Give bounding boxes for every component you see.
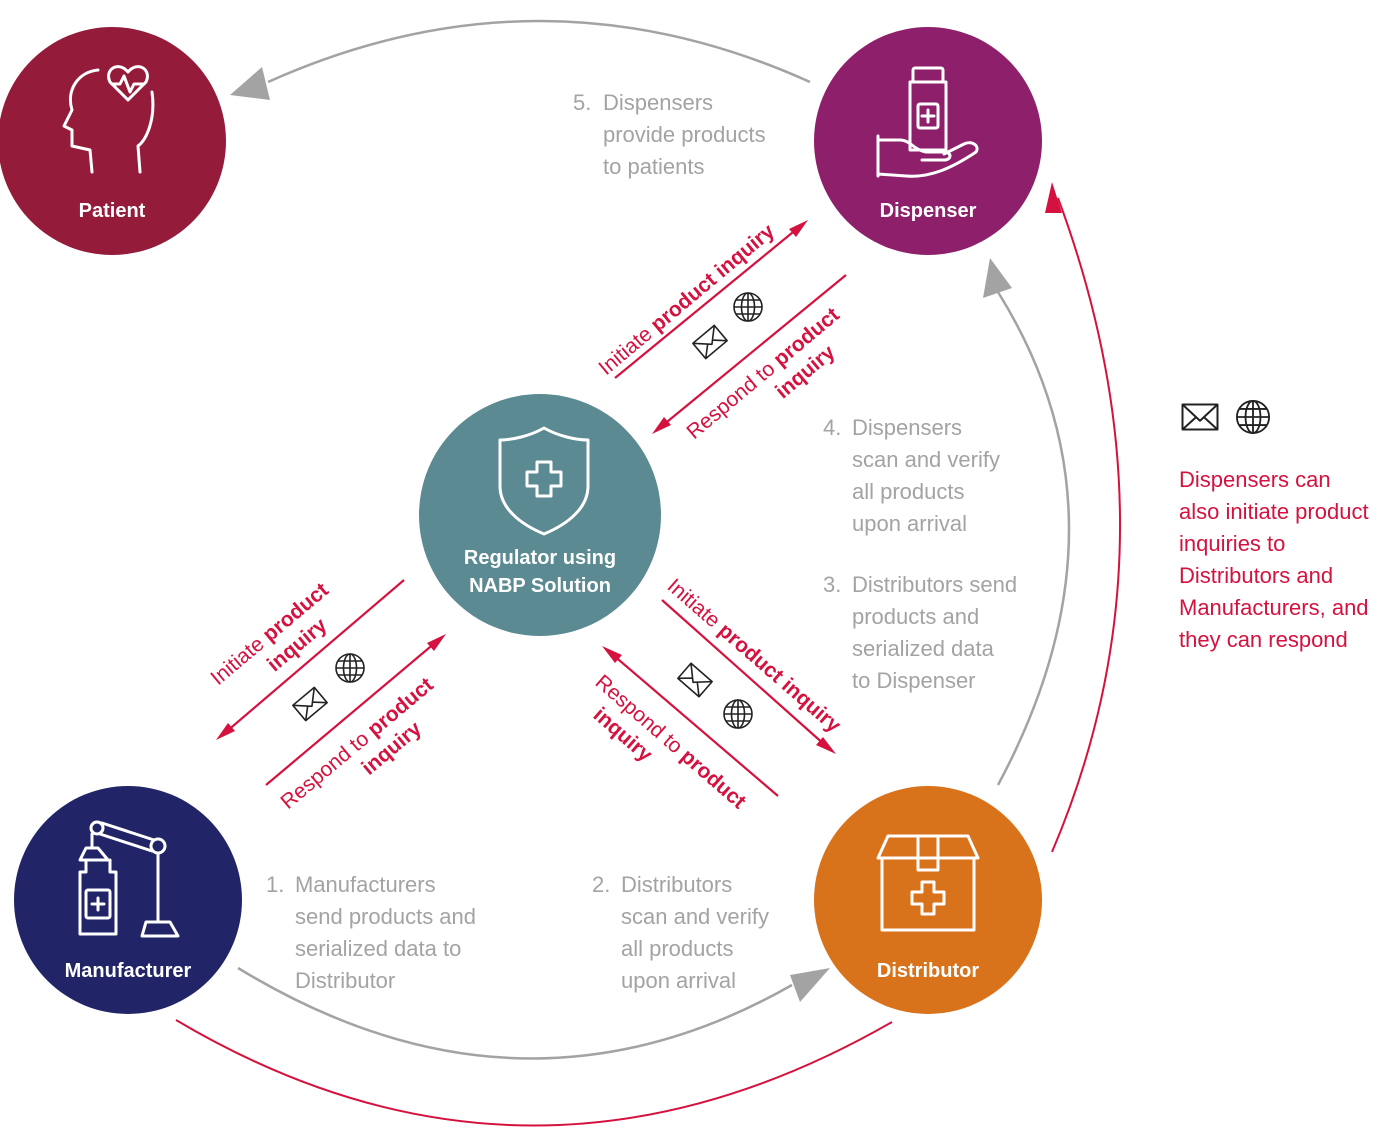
arrowhead-initiate-to-distributor xyxy=(816,737,836,754)
regulator-node: Regulator using NABP Solution xyxy=(419,394,661,636)
manufacturer-circle xyxy=(14,786,242,1014)
step-2-line: Distributors xyxy=(621,872,732,897)
step-3-line: products and xyxy=(852,604,979,629)
arrow-initiate-to-manufacturer xyxy=(225,579,405,733)
step-1-line: serialized data to xyxy=(295,936,461,961)
arrowhead-to-distributor xyxy=(790,968,830,1002)
dispenser-circle xyxy=(814,27,1042,255)
distributor-node: Distributor xyxy=(814,786,1042,1014)
step-1-line: Distributor xyxy=(295,968,395,993)
step-2-line: upon arrival xyxy=(621,968,736,993)
globe-icon xyxy=(733,292,763,322)
arrow-respond-from-distributor xyxy=(611,653,779,797)
arrow-initiate-to-distributor xyxy=(661,599,827,747)
flow-arc-dispenser-to-patient xyxy=(267,19,811,84)
note-line: Distributors and xyxy=(1179,563,1333,588)
step-4-text: 4. Dispensers scan and verify all produc… xyxy=(823,415,1000,536)
red-arrowhead-to-dispenser xyxy=(1045,182,1062,213)
envelope-icon xyxy=(1181,403,1219,431)
arrowhead-to-patient xyxy=(230,67,270,100)
note-line: inquiries to xyxy=(1179,531,1285,556)
arrow-respond-to-regulator xyxy=(661,274,847,427)
step-3-text: 3. Distributors send products and serial… xyxy=(823,572,1017,693)
step-5-text: 5. Dispensers provide products to patien… xyxy=(573,90,766,179)
arrowhead-initiate-to-dispenser xyxy=(789,220,808,237)
envelope-icon xyxy=(692,324,728,360)
envelope-icon xyxy=(292,686,328,722)
arrowhead-respond-from-distributor xyxy=(602,646,622,663)
head-heart-icon xyxy=(62,65,155,174)
patient-label: Patient xyxy=(79,200,146,222)
step-5-line: to patients xyxy=(603,154,705,179)
step-5-line: provide products xyxy=(603,122,766,147)
globe-icon xyxy=(335,653,365,683)
dispenser-note: Dispensers can also initiate product inq… xyxy=(1179,467,1369,652)
step-3-line: serialized data xyxy=(852,636,995,661)
step-3-number: 3. xyxy=(823,572,841,597)
step-1-text: 1. Manufacturers send products and seria… xyxy=(266,872,476,993)
hand-medicine-bottle-icon xyxy=(876,66,979,178)
step-4-line: Dispensers xyxy=(852,415,962,440)
manufacturer-node: Manufacturer xyxy=(14,786,242,1014)
note-line: Dispensers can xyxy=(1179,467,1331,492)
distributor-circle xyxy=(814,786,1042,1014)
step-2-line: scan and verify xyxy=(621,904,769,929)
step-2-number: 2. xyxy=(592,872,610,897)
note-line: they can respond xyxy=(1179,627,1348,652)
step-2-text: 2. Distributors scan and verify all prod… xyxy=(592,872,769,993)
regulator-label-line2: NABP Solution xyxy=(469,575,611,597)
step-3-line: to Dispenser xyxy=(852,668,976,693)
arrowhead-respond-from-manufacturer xyxy=(427,634,446,651)
dispenser-label: Dispenser xyxy=(880,200,977,222)
regulator-circle xyxy=(419,394,661,636)
flow-arc-manufacturer-to-distributor xyxy=(237,966,793,1060)
step-4-line: upon arrival xyxy=(852,511,967,536)
dispenser-node: Dispenser xyxy=(814,27,1042,255)
distributor-label: Distributor xyxy=(877,960,979,982)
note-line: Manufacturers, and xyxy=(1179,595,1369,620)
patient-node: Patient xyxy=(0,27,226,255)
step-1-number: 1. xyxy=(266,872,284,897)
red-arc-manufacturer-to-distributor xyxy=(175,1019,893,1127)
arrowhead-initiate-to-manufacturer xyxy=(216,723,235,740)
medical-box-icon xyxy=(876,834,980,932)
shield-plus-icon xyxy=(498,426,590,536)
step-4-line: scan and verify xyxy=(852,447,1000,472)
robot-arm-bottle-icon xyxy=(78,820,180,938)
red-arc-distributor-to-dispenser xyxy=(1051,197,1122,853)
step-4-line: all products xyxy=(852,479,965,504)
manufacturer-label: Manufacturer xyxy=(65,960,192,982)
step-5-number: 5. xyxy=(573,90,591,115)
regulator-label-line1: Regulator using xyxy=(464,547,616,569)
envelope-icon xyxy=(677,662,713,698)
label-initiate-product-inquiry-distributor: Initiate product inquiry xyxy=(663,574,846,737)
arrow-respond-to-regulator-from-manufacturer xyxy=(265,641,437,786)
flow-arc-distributor-to-dispenser xyxy=(996,291,1071,786)
arrowhead-respond-to-regulator xyxy=(652,417,671,434)
globe-icon xyxy=(1235,399,1271,435)
step-1-line: send products and xyxy=(295,904,476,929)
step-3-line: Distributors send xyxy=(852,572,1017,597)
arrowhead-to-dispenser xyxy=(983,258,1012,298)
step-1-line: Manufacturers xyxy=(295,872,436,897)
note-line: also initiate product xyxy=(1179,499,1369,524)
step-5-line: Dispensers xyxy=(603,90,713,115)
arrow-initiate-to-dispenser xyxy=(614,227,799,379)
patient-circle xyxy=(0,27,226,255)
step-2-line: all products xyxy=(621,936,734,961)
step-4-number: 4. xyxy=(823,415,841,440)
globe-icon xyxy=(723,699,753,729)
